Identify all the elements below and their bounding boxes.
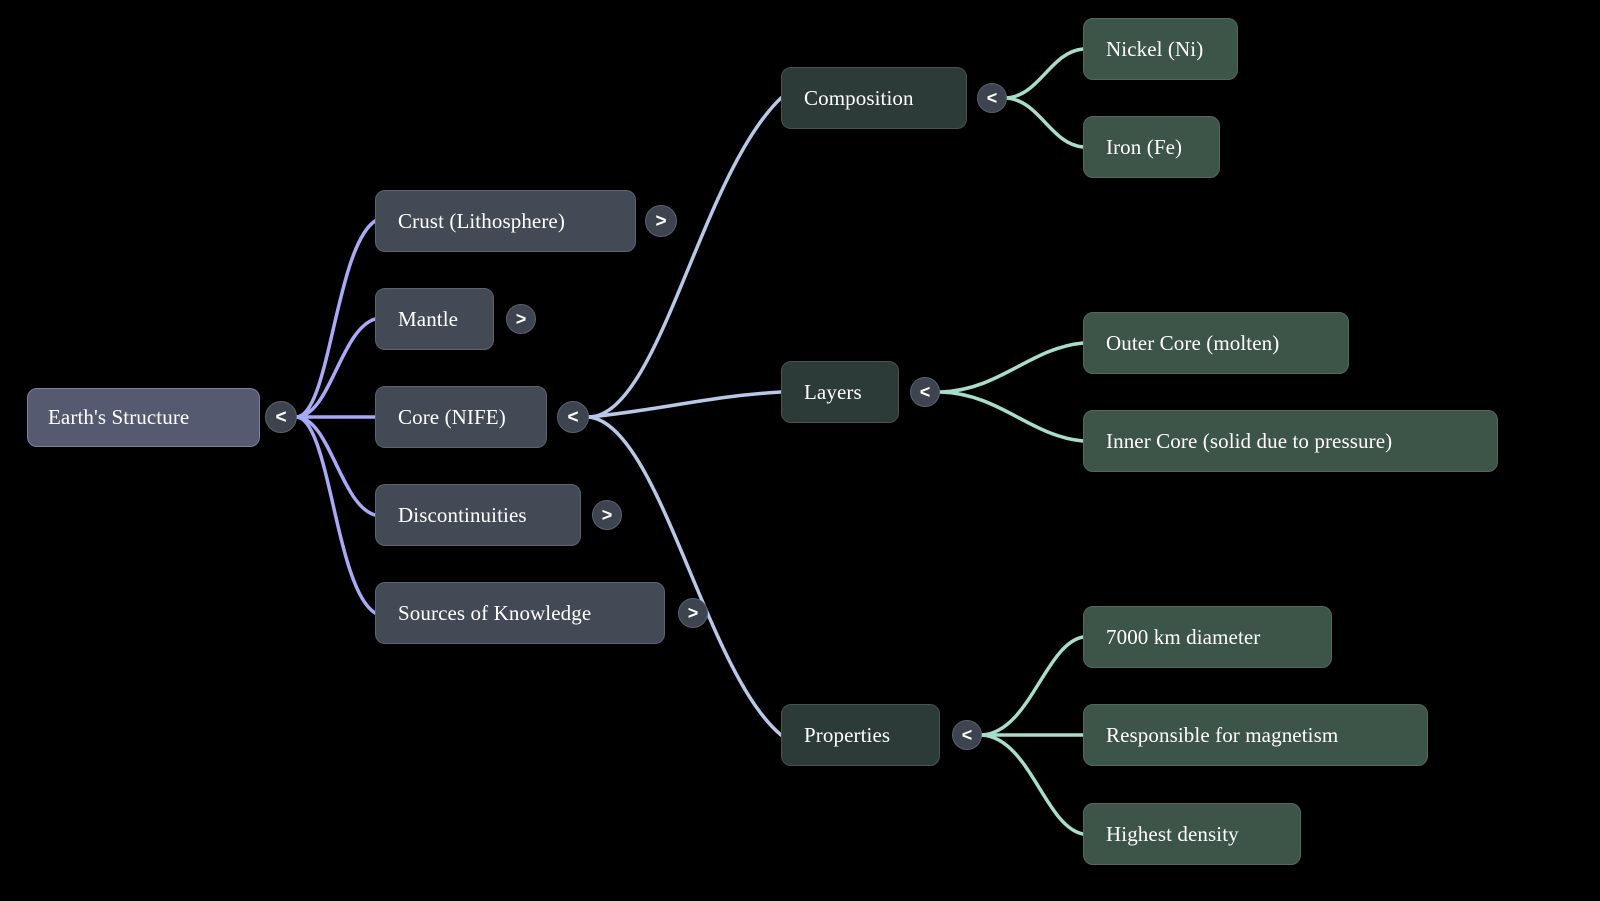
edge-composition-iron: [1004, 96, 1085, 149]
node-layers[interactable]: Layers: [781, 361, 899, 423]
edge-layers-innercore: [939, 390, 1085, 443]
edge-group-properties: [980, 635, 1085, 836]
node-composition[interactable]: Composition: [781, 67, 967, 129]
edge-core-properties: [587, 415, 783, 737]
node-density[interactable]: Highest density: [1083, 803, 1301, 865]
toggle-composition[interactable]: <: [977, 83, 1007, 113]
node-mantle[interactable]: Mantle: [375, 288, 494, 350]
node-outer-core[interactable]: Outer Core (molten): [1083, 312, 1349, 374]
edge-root-sources: [294, 415, 377, 615]
edge-group-root: [294, 219, 377, 615]
node-layers-label: Layers: [804, 379, 862, 404]
node-properties[interactable]: Properties: [781, 704, 940, 766]
node-nickel-label: Nickel (Ni): [1106, 36, 1204, 61]
node-inner-core-label: Inner Core (solid due to pressure): [1106, 428, 1393, 453]
node-diameter-label: 7000 km diameter: [1106, 624, 1261, 649]
node-magnetism-label: Responsible for magnetism: [1106, 722, 1339, 747]
node-discontinuities[interactable]: Discontinuities: [375, 484, 581, 546]
toggle-root[interactable]: <: [265, 401, 297, 433]
edge-properties-density: [980, 733, 1085, 836]
node-sources-of-knowledge[interactable]: Sources of Knowledge: [375, 582, 665, 644]
node-mantle-label: Mantle: [398, 306, 459, 331]
node-density-label: Highest density: [1106, 821, 1239, 846]
node-nickel[interactable]: Nickel (Ni): [1083, 18, 1238, 80]
toggle-discontinuities[interactable]: >: [592, 500, 622, 530]
toggle-layers[interactable]: <: [910, 377, 940, 407]
edge-core-layers: [587, 390, 783, 419]
node-crust-label: Crust (Lithosphere): [398, 208, 565, 233]
edge-layers-outercore: [939, 341, 1085, 394]
node-outer-core-label: Outer Core (molten): [1106, 330, 1280, 355]
toggle-properties[interactable]: <: [952, 720, 982, 750]
node-core[interactable]: Core (NIFE): [375, 386, 547, 448]
edge-composition-nickel: [1004, 47, 1085, 100]
node-magnetism[interactable]: Responsible for magnetism: [1083, 704, 1428, 766]
node-discontinuities-label: Discontinuities: [398, 502, 527, 527]
node-iron-label: Iron (Fe): [1106, 134, 1183, 159]
node-root-label: Earth's Structure: [48, 405, 190, 429]
node-properties-label: Properties: [804, 722, 891, 747]
node-core-label: Core (NIFE): [398, 404, 506, 429]
node-sources-of-knowledge-label: Sources of Knowledge: [398, 600, 592, 625]
toggle-core[interactable]: <: [557, 401, 589, 433]
toggle-mantle[interactable]: >: [506, 304, 536, 334]
edge-core-composition: [587, 96, 783, 419]
edge-root-mantle: [294, 317, 377, 419]
edge-root-discontinuities: [294, 415, 377, 517]
node-diameter[interactable]: 7000 km diameter: [1083, 606, 1332, 668]
toggle-crust[interactable]: >: [645, 205, 677, 237]
node-iron[interactable]: Iron (Fe): [1083, 116, 1220, 178]
edge-group-composition: [1004, 47, 1085, 149]
node-inner-core[interactable]: Inner Core (solid due to pressure): [1083, 410, 1498, 472]
edge-root-crust: [294, 219, 377, 419]
node-composition-label: Composition: [804, 85, 914, 110]
edge-group-layers: [939, 341, 1085, 443]
toggle-sources-of-knowledge[interactable]: >: [678, 598, 708, 628]
node-crust[interactable]: Crust (Lithosphere): [375, 190, 636, 252]
edge-properties-diameter: [980, 635, 1085, 737]
node-root[interactable]: Earth's Structure: [27, 388, 260, 447]
